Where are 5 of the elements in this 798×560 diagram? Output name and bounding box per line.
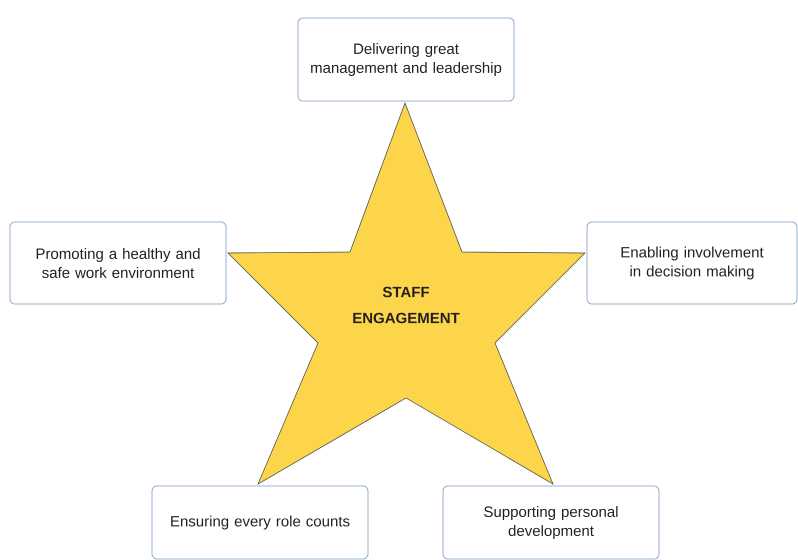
text-box: Promoting a healthy and safe work environment	[10, 222, 226, 304]
text-box: Delivering great management and leadership	[298, 18, 514, 102]
text-box: Enabling involvement in decision making	[586, 222, 798, 304]
text-box: Supporting personal development	[442, 486, 660, 560]
text-box: Ensuring every role counts	[152, 486, 368, 560]
